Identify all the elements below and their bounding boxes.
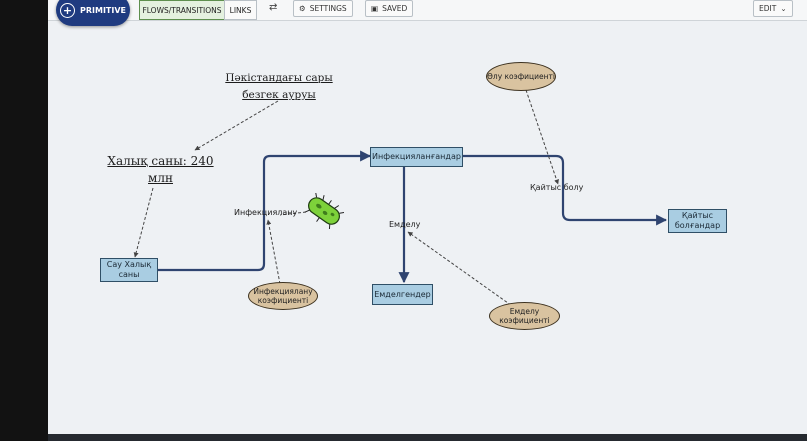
edit-label: EDIT [759,4,777,13]
link-population-to-healthy [133,187,154,258]
link-infection-rate [266,219,281,285]
stock-infected[interactable]: Инфекцияланғандар [370,147,463,167]
link-treatment-rate [407,231,516,309]
infection-flow-line [158,150,372,272]
link-source-to-population [194,100,279,151]
settings-button[interactable]: ⚙ SETTINGS [293,0,353,17]
plus-icon: + [59,2,75,18]
taskbar [48,434,807,441]
gear-icon: ⚙ [299,4,306,13]
treatment-flow-label[interactable]: Емделу [389,220,421,229]
diagram-connections [133,89,668,309]
primitive-label: PRIMITIVE [79,5,127,15]
population-text[interactable]: Халық саны: 240 млн [107,154,214,185]
edit-menu-button[interactable]: EDIT ⌄ [753,0,793,17]
stock-recovered[interactable]: Емделгендер [372,284,433,305]
swap-icon[interactable]: ⇄ [269,2,278,13]
model-canvas[interactable]: + PRIMITIVE FLOWS/TRANSITIONS LINKS ⇄ ⚙ … [48,0,807,434]
stock-healthy[interactable]: Сау Халық саны [100,258,158,282]
death-flow-line [463,154,668,226]
bacteria-icon[interactable] [304,193,344,229]
variable-infection-rate[interactable]: Инфекциялану коэфициенті [248,282,318,310]
save-icon: ▣ [371,4,379,13]
tab-flows-transitions[interactable]: FLOWS/TRANSITIONS [139,0,225,20]
infection-flow-label[interactable]: Инфекциялану [234,208,298,217]
add-primitive-button[interactable]: + PRIMITIVE [56,0,130,26]
chevron-down-icon: ⌄ [780,4,787,13]
link-bacteria [279,211,307,216]
link-death-rate [525,89,559,185]
tab-links[interactable]: LINKS [224,0,257,20]
source-text[interactable]: Пәкістандағы сары безгек ауруы [225,72,333,101]
stock-dead[interactable]: Қайтыс болғандар [668,209,727,233]
death-flow-label[interactable]: Қайтыс болу [530,183,584,192]
toolbar: + PRIMITIVE FLOWS/TRANSITIONS LINKS ⇄ ⚙ … [48,0,807,26]
saved-label: SAVED [382,4,408,13]
variable-treatment-rate[interactable]: Емделу коэфициенті [489,302,560,330]
settings-label: SETTINGS [309,4,347,13]
variable-death-rate[interactable]: Өлу коэфициенті [486,62,556,91]
saved-button[interactable]: ▣ SAVED [365,0,414,17]
